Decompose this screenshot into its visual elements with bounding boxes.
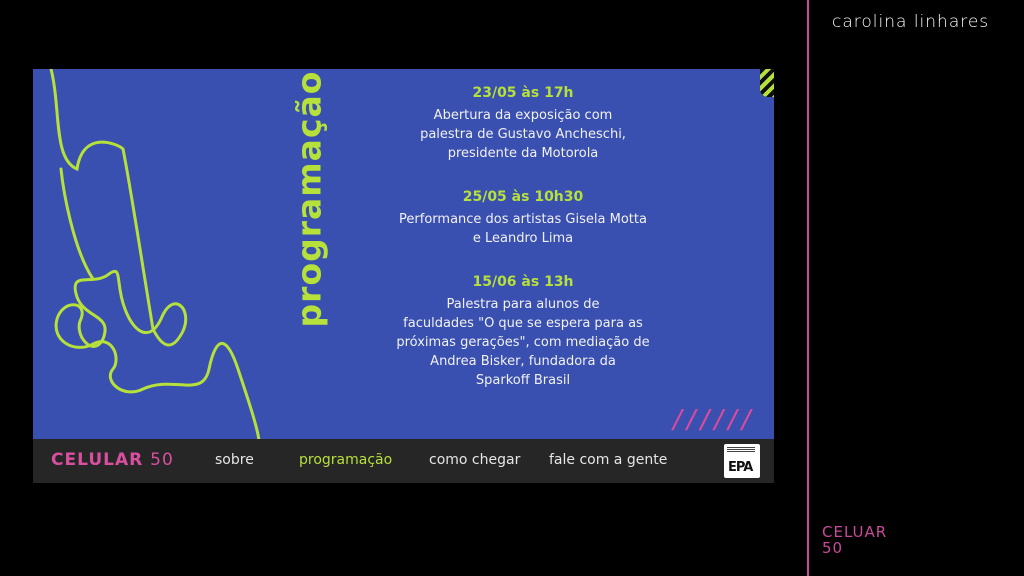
- event-description: Performance dos artistas Gisela Motta e …: [373, 210, 673, 248]
- project-label-line2: 50: [822, 539, 844, 557]
- nav-item-como-chegar[interactable]: como chegar: [429, 452, 521, 468]
- event-line: faculdades "O que se espera para as: [403, 316, 643, 331]
- brand-logo[interactable]: CELULAR 50: [51, 450, 174, 470]
- events-list: 23/05 às 17h Abertura da exposição com p…: [373, 85, 673, 416]
- nav-item-programacao[interactable]: programação: [299, 452, 393, 468]
- event-line: Performance dos artistas Gisela Motta: [399, 212, 647, 227]
- event-item: 15/06 às 13h Palestra para alunos de fac…: [373, 274, 673, 390]
- slide-preview: programação 23/05 às 17h Abertura da exp…: [33, 69, 774, 483]
- project-label: CELUAR 50: [822, 524, 887, 556]
- logo-mark-icon: EPA: [728, 460, 753, 475]
- author-name: carolina linhares: [832, 12, 990, 32]
- sidebar-divider: [807, 0, 809, 576]
- brand-text: CELULAR: [51, 450, 144, 470]
- nav-item-fale-com-a-gente[interactable]: fale com a gente: [549, 452, 668, 468]
- event-line: palestra de Gustavo Ancheschi,: [420, 127, 626, 142]
- site-navbar: CELULAR 50 sobre programação como chegar…: [33, 439, 774, 483]
- event-date: 15/06 às 13h: [472, 274, 574, 290]
- nav-item-sobre[interactable]: sobre: [215, 452, 254, 468]
- event-line: Palestra para alunos de: [446, 297, 600, 312]
- event-line: e Leandro Lima: [472, 231, 574, 246]
- brand-number: 50: [150, 450, 174, 470]
- decorative-slashes: //////: [673, 405, 756, 435]
- event-date: 25/05 às 10h30: [462, 189, 584, 205]
- project-label-line1: CELUAR: [822, 523, 888, 541]
- event-line: Andrea Bisker, fundadora da: [430, 354, 616, 369]
- event-line: Sparkoff Brasil: [475, 373, 571, 388]
- vertical-title: programação: [289, 70, 329, 328]
- event-description: Palestra para alunos de faculdades "O qu…: [373, 295, 673, 390]
- phone-cord-illustration: [49, 69, 261, 441]
- corner-stripe-badge: [760, 69, 774, 97]
- event-line: próximas gerações", com mediação de: [396, 335, 650, 350]
- event-line: presidente da Motorola: [447, 146, 599, 161]
- event-item: 23/05 às 17h Abertura da exposição com p…: [373, 85, 673, 163]
- logo-text-lines: [727, 447, 755, 453]
- event-description: Abertura da exposição com palestra de Gu…: [373, 106, 673, 163]
- event-item: 25/05 às 10h30 Performance dos artistas …: [373, 189, 673, 248]
- school-logo[interactable]: EPA: [724, 444, 760, 478]
- event-line: Abertura da exposição com: [433, 108, 613, 123]
- vertical-title-container: programação: [279, 71, 339, 328]
- event-date: 23/05 às 17h: [472, 85, 574, 101]
